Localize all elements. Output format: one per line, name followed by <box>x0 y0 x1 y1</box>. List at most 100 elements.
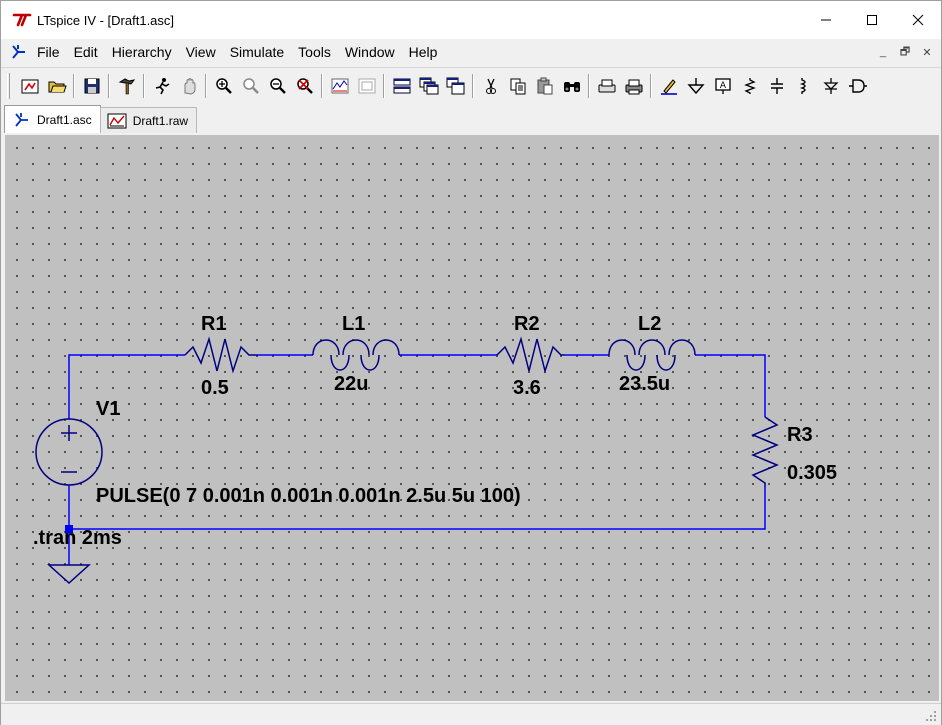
halt-icon <box>184 77 195 95</box>
resize-grip-icon[interactable] <box>925 710 937 722</box>
zoom-pan-button[interactable] <box>237 72 264 100</box>
control-panel-button[interactable] <box>113 72 140 100</box>
zoom-cancel-icon <box>296 77 313 94</box>
voltage-source-v1[interactable] <box>35 418 103 486</box>
mdi-restore-button[interactable]: 🗗 <box>899 45 911 58</box>
junction-node <box>65 525 73 533</box>
v1-value[interactable]: PULSE(0 7 0.001n 0.001n 0.001n 2.5u 5u 1… <box>96 485 521 507</box>
r2-name[interactable]: R2 <box>514 313 540 335</box>
label-net-button[interactable]: A <box>709 72 736 100</box>
print-button[interactable] <box>620 72 647 100</box>
wire-r3-ground <box>68 485 766 530</box>
v1-name[interactable]: V1 <box>96 398 121 420</box>
menu-file[interactable]: File <box>37 44 60 60</box>
l2-value[interactable]: 23.5u <box>619 373 671 395</box>
window-controls <box>803 1 941 39</box>
zoom-in-icon <box>215 77 232 94</box>
zoom-pan-icon <box>242 77 259 94</box>
save-button[interactable] <box>78 72 105 100</box>
r1-name[interactable]: R1 <box>201 313 227 335</box>
waveform-button[interactable] <box>353 72 380 100</box>
ground-button[interactable] <box>682 72 709 100</box>
resistor-r1[interactable] <box>184 336 257 374</box>
zoom-out-button[interactable] <box>264 72 291 100</box>
wire-l2-r3 <box>695 354 766 417</box>
open-icon <box>48 81 67 92</box>
zoom-cancel-button[interactable] <box>291 72 318 100</box>
close-button[interactable] <box>895 1 941 39</box>
resistor-r3[interactable] <box>751 416 779 487</box>
menu-simulate[interactable]: Simulate <box>229 44 285 60</box>
run-button[interactable] <box>148 72 175 100</box>
toolbar-grip[interactable] <box>7 72 10 99</box>
paste-button[interactable] <box>531 72 558 100</box>
wires[interactable] <box>68 354 766 565</box>
waveform-plot-icon <box>107 112 127 130</box>
find-icon <box>563 81 580 92</box>
schematic-drawing <box>35 336 779 585</box>
tab-draft1-asc[interactable]: Draft1.asc <box>4 105 101 133</box>
l1-value[interactable]: 22u <box>334 373 369 395</box>
r1-value[interactable]: 0.5 <box>201 377 229 399</box>
cascade-icon <box>419 77 438 94</box>
cascade-button[interactable] <box>415 72 442 100</box>
inductor-l2[interactable] <box>608 339 696 371</box>
tab-draft1-raw[interactable]: Draft1.raw <box>99 107 198 133</box>
mdi-close-button[interactable]: ✕ <box>922 46 932 59</box>
mdi-minimize-button[interactable]: _ <box>879 46 887 58</box>
new-schematic-button[interactable] <box>16 72 43 100</box>
tile-horizontal-button[interactable] <box>388 72 415 100</box>
close-icon <box>912 14 924 26</box>
schematic-icon <box>11 111 31 129</box>
ltspice-logo-icon <box>11 9 33 31</box>
tile-vertical-button[interactable] <box>442 72 469 100</box>
maximize-icon <box>867 15 877 25</box>
inductor-l1[interactable] <box>312 339 400 371</box>
halt-button[interactable] <box>175 72 202 100</box>
resistor-button[interactable] <box>736 72 763 100</box>
copy-button[interactable] <box>504 72 531 100</box>
zoom-in-button[interactable] <box>210 72 237 100</box>
schematic-canvas[interactable]: R1 0.5 L1 22u R2 3.6 L2 23.5u R3 0.305 V… <box>5 135 939 701</box>
capacitor-button[interactable] <box>763 72 790 100</box>
inductor-button[interactable] <box>790 72 817 100</box>
component-button[interactable] <box>844 72 871 100</box>
menu-window[interactable]: Window <box>344 44 395 60</box>
resistor-r2[interactable] <box>496 336 565 374</box>
ground-symbol[interactable] <box>47 564 91 585</box>
tile-horizontal-icon <box>393 78 410 93</box>
maximize-button[interactable] <box>849 1 895 39</box>
component-icon <box>848 78 867 93</box>
r3-value[interactable]: 0.305 <box>787 462 838 484</box>
autorange-button[interactable] <box>326 72 353 100</box>
diode-icon <box>822 77 839 94</box>
diode-button[interactable] <box>817 72 844 100</box>
title-bar[interactable]: LTspice IV - [Draft1.asc] <box>1 1 941 39</box>
draw-wire-button[interactable] <box>655 72 682 100</box>
schematic-doc-icon[interactable] <box>6 40 30 64</box>
r2-value[interactable]: 3.6 <box>513 377 541 399</box>
l1-name[interactable]: L1 <box>342 313 366 335</box>
open-button[interactable] <box>43 72 70 100</box>
l2-name[interactable]: L2 <box>638 313 662 335</box>
tab-label: Draft1.asc <box>37 112 92 127</box>
menu-tools[interactable]: Tools <box>298 44 331 60</box>
draw-wire-icon <box>660 78 677 95</box>
print-setup-button[interactable] <box>593 72 620 100</box>
inductor-icon <box>799 77 806 94</box>
waveform-icon <box>358 78 375 93</box>
minimize-button[interactable] <box>803 1 849 39</box>
menu-edit[interactable]: Edit <box>73 44 98 60</box>
zoom-out-icon <box>269 77 286 94</box>
r3-name[interactable]: R3 <box>787 424 813 446</box>
menu-help[interactable]: Help <box>408 44 438 60</box>
menu-hierarchy[interactable]: Hierarchy <box>111 44 172 60</box>
menu-view[interactable]: View <box>185 44 216 60</box>
find-button[interactable] <box>558 72 585 100</box>
tran-directive[interactable]: .tran 2ms <box>33 527 122 549</box>
resistor-icon <box>743 77 756 94</box>
print-icon <box>625 79 642 94</box>
tile-vertical-icon <box>446 77 464 94</box>
cut-button[interactable] <box>477 72 504 100</box>
